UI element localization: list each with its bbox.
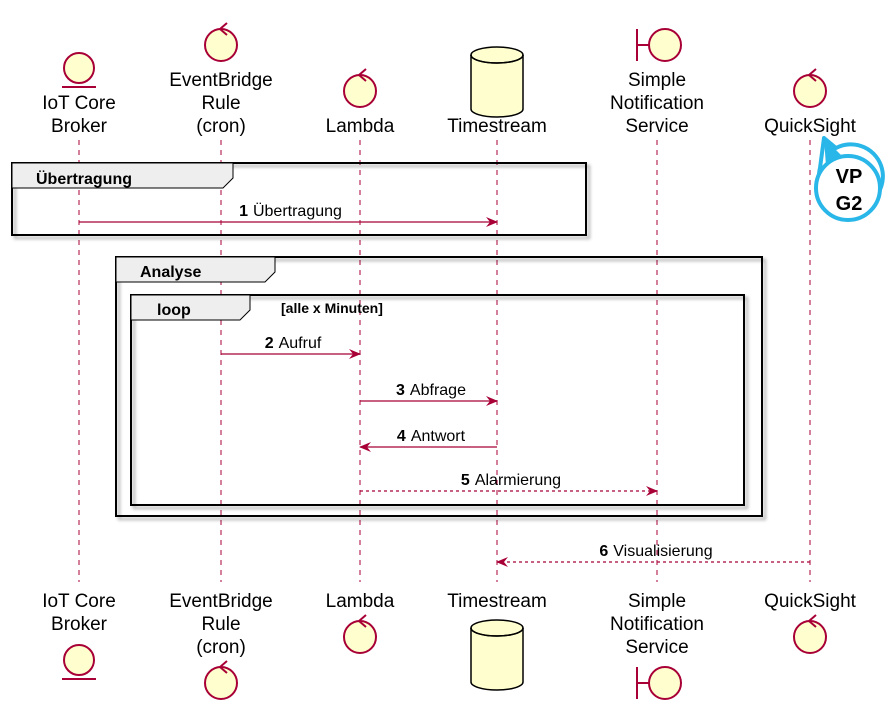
message-number: 2 (265, 335, 274, 352)
message-label: 5 Alarmierung (461, 472, 561, 489)
control-icon (343, 68, 377, 108)
participant-qs-bottom: QuickSight (764, 591, 857, 654)
group-label-uebertragung: Übertragung (36, 169, 132, 188)
control-icon (343, 614, 377, 654)
participant-label: QuickSight (764, 591, 857, 612)
participant-label: Timestream (447, 591, 547, 612)
boundary-icon (636, 28, 682, 62)
message-text: Antwort (411, 428, 466, 445)
boundary-icon (636, 666, 682, 700)
message-text: Übertragung (253, 202, 342, 220)
participant-label: Service (625, 637, 688, 658)
participant-label: Broker (51, 116, 108, 137)
group-uebertragung: Übertragung (11, 162, 587, 236)
badge-line-1: VP (836, 166, 863, 188)
participant-label: Notification (610, 93, 704, 114)
message-number: 4 (397, 428, 406, 445)
badge-circle (814, 154, 882, 222)
participant-label: IoT Core (42, 93, 116, 114)
badge-line-2: G2 (836, 193, 863, 215)
badge-pointer (824, 138, 842, 166)
control-icon (793, 68, 827, 108)
message-3: 3 Abfrage (360, 382, 498, 406)
message-label: 6 Visualisierung (599, 543, 712, 560)
vp-g2-badge: VP G2 (814, 136, 885, 222)
participant-label: Notification (610, 614, 704, 635)
message-number: 6 (599, 543, 608, 560)
group-analyse: Analyse (115, 256, 763, 517)
database-icon (470, 46, 524, 118)
participant-label: Broker (51, 614, 108, 635)
group-label-analyse: Analyse (140, 264, 201, 281)
message-2: 2 Aufruf (221, 335, 361, 359)
participant-label: IoT Core (42, 591, 116, 612)
participant-label: Timestream (447, 116, 547, 137)
message-text: Visualisierung (613, 543, 712, 560)
group-label-loop: loop (157, 302, 191, 319)
control-icon (204, 22, 238, 62)
participant-label: QuickSight (764, 116, 857, 137)
message-text: Aufruf (279, 335, 322, 352)
lifelines (78, 140, 811, 582)
participant-label: (cron) (196, 637, 246, 658)
message-text: Abfrage (410, 382, 466, 399)
message-number: 5 (461, 472, 470, 489)
participant-qs-top: QuickSight (764, 68, 857, 137)
message-label: 3 Abfrage (396, 382, 466, 399)
participant-lambda-bottom: Lambda (326, 591, 395, 654)
participant-label: Rule (201, 614, 240, 635)
control-icon (204, 660, 238, 700)
database-icon (470, 619, 524, 691)
message-label: 4 Antwort (397, 428, 466, 445)
participant-label: Lambda (326, 591, 395, 612)
message-label: 1 Übertragung (239, 202, 342, 220)
participant-label: Rule (201, 93, 240, 114)
message-text: Alarmierung (475, 472, 561, 489)
participant-lambda-top: Lambda (326, 68, 395, 137)
participant-label: Lambda (326, 116, 395, 137)
participant-label: Simple (628, 591, 686, 612)
participant-label: EventBridge (169, 70, 273, 91)
message-6: 6 Visualisierung (496, 543, 810, 567)
participant-label: Service (625, 116, 688, 137)
message-4: 4 Antwort (359, 428, 497, 452)
participant-label: (cron) (196, 116, 246, 137)
participant-ts-top: Timestream (447, 46, 547, 137)
participant-label: Simple (628, 70, 686, 91)
participant-label: EventBridge (169, 591, 273, 612)
participant-ts-bottom: Timestream (447, 591, 547, 691)
control-icon (793, 614, 827, 654)
message-1: 1 Übertragung (79, 202, 498, 227)
group-loop: loop [alle x Minuten] (130, 294, 745, 506)
message-number: 3 (396, 382, 405, 399)
message-label: 2 Aufruf (265, 335, 322, 352)
message-5: 5 Alarmierung (360, 472, 658, 496)
entity-icon (62, 52, 96, 88)
message-number: 1 (239, 203, 248, 220)
entity-icon (62, 644, 96, 680)
messages: 1 Übertragung 2 Aufruf 3 Abfrage 4 Antwort 5 Alar… (79, 202, 810, 567)
loop-condition: [alle x Minuten] (281, 300, 383, 316)
